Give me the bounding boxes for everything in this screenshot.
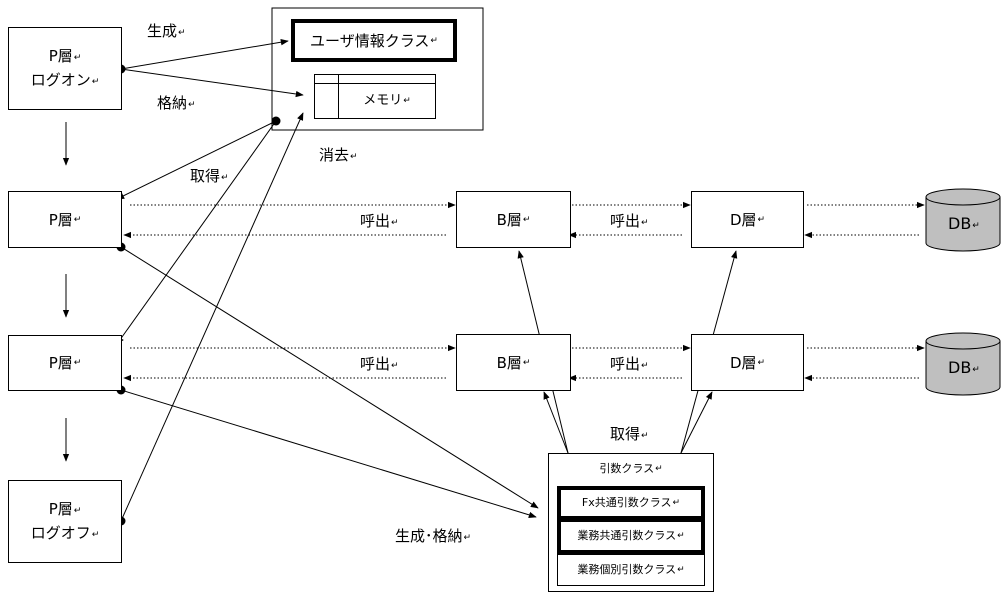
label-delete: 消去↵: [319, 144, 358, 165]
p-layer-logon-box: P層↵ ログオン↵: [8, 27, 122, 110]
return-mark: ↵: [641, 218, 649, 228]
return-mark: ↵: [73, 358, 82, 368]
label-get-2-text: 取得: [610, 425, 641, 443]
d-layer-box-2: D層↵: [691, 334, 804, 391]
return-mark: ↵: [641, 431, 649, 441]
d-layer-1-label: D層: [729, 210, 757, 229]
return-mark: ↵: [73, 52, 82, 63]
return-mark: ↵: [350, 152, 358, 162]
return-mark: ↵: [403, 96, 411, 106]
memory-get-arrow-1: [116, 120, 277, 200]
p-layer-1-label: P層: [48, 210, 73, 229]
db-2-text: DB: [948, 358, 972, 377]
arg-to-b2-arrow: [543, 391, 569, 454]
return-mark: ↵: [757, 357, 766, 368]
p-layer-logon-line2: ログオン: [30, 70, 91, 89]
d-layer-2-label: D層: [729, 353, 757, 372]
p-layer-logoff-line1: P層: [48, 499, 73, 518]
label-call-3: 呼出↵: [360, 353, 399, 374]
return-mark: ↵: [672, 498, 681, 508]
return-mark: ↵: [188, 100, 196, 110]
p-layer-logon-line1: P層: [48, 46, 73, 65]
p-layer-box-2: P層↵: [8, 335, 122, 391]
label-generate-store-text: 生成･格納: [395, 527, 463, 545]
label-generate-store: 生成･格納↵: [395, 525, 471, 546]
label-store: 格納↵: [157, 92, 196, 113]
user-info-class-box: ユーザ情報クラス↵: [291, 19, 457, 62]
b-layer-2-label: B層: [496, 353, 522, 372]
return-mark: ↵: [655, 464, 663, 474]
return-mark: ↵: [221, 173, 229, 183]
return-mark: ↵: [430, 35, 438, 46]
return-mark: ↵: [73, 505, 82, 516]
return-mark: ↵: [641, 361, 649, 371]
memory-box: メモリ↵: [314, 74, 436, 119]
return-mark: ↵: [972, 365, 980, 375]
db-1-text: DB: [948, 214, 972, 233]
memory-column-rule: [338, 75, 339, 118]
p2-arg-arrow: [120, 389, 537, 518]
return-mark: ↵: [972, 221, 980, 231]
p-layer-box-1: P層↵: [8, 191, 122, 248]
biz-common-arg-class-box: 業務共通引数クラス↵: [557, 518, 705, 554]
return-mark: ↵: [178, 28, 186, 38]
return-mark: ↵: [463, 533, 472, 543]
db-2-label: DB↵: [948, 358, 980, 377]
b-layer-1-label: B層: [496, 210, 522, 229]
arg-to-d2-arrow: [680, 391, 713, 454]
return-mark: ↵: [757, 214, 766, 225]
label-call-2-text: 呼出: [610, 212, 641, 230]
return-mark: ↵: [91, 76, 100, 87]
b-layer-box-2: B層↵: [456, 334, 571, 391]
label-call-3-text: 呼出: [360, 355, 391, 373]
label-call-4-text: 呼出: [610, 355, 641, 373]
return-mark: ↵: [677, 531, 685, 541]
label-call-1: 呼出↵: [360, 210, 399, 231]
biz-common-arg-class-label: 業務共通引数クラス: [577, 529, 677, 542]
p-layer-logoff-line2: ログオフ: [30, 523, 91, 542]
memory-header-rule: [315, 83, 435, 84]
return-mark: ↵: [391, 361, 399, 371]
label-generate: 生成↵: [147, 20, 186, 41]
return-mark: ↵: [522, 357, 531, 368]
logon-generate-arrow: [120, 39, 289, 70]
return-mark: ↵: [391, 218, 399, 228]
label-get-2: 取得↵: [610, 423, 649, 444]
return-mark: ↵: [91, 529, 100, 540]
db-cylinder-2: [925, 332, 1001, 396]
p-layer-2-label: P層: [48, 354, 73, 372]
fx-common-arg-class-label: Fx共通引数クラス: [581, 496, 672, 509]
label-generate-text: 生成: [147, 22, 178, 40]
biz-individual-arg-class-label: 業務個別引数クラス: [577, 563, 677, 576]
db-1-label: DB↵: [948, 214, 980, 233]
label-get-1-text: 取得: [190, 167, 221, 185]
return-mark: ↵: [522, 214, 531, 225]
return-mark: ↵: [73, 214, 82, 225]
memory-get-arrow-2: [116, 120, 277, 345]
b-layer-box-1: B層↵: [456, 191, 571, 248]
label-call-4: 呼出↵: [610, 353, 649, 374]
arg-class-title-text: 引数クラス: [599, 462, 655, 475]
logon-store-arrow: [120, 68, 304, 98]
p-layer-logoff-box: P層↵ ログオフ↵: [8, 480, 122, 563]
arg-class-box: 引数クラス↵ Fx共通引数クラス↵ 業務共通引数クラス↵ 業務個別引数クラス↵: [548, 453, 714, 592]
label-call-1-text: 呼出: [360, 212, 391, 230]
label-get-1: 取得↵: [190, 165, 229, 186]
label-store-text: 格納: [157, 94, 188, 112]
fx-common-arg-class-box: Fx共通引数クラス↵: [557, 486, 705, 520]
db-cylinder-1: [925, 188, 1001, 252]
label-call-2: 呼出↵: [610, 210, 649, 231]
arg-class-title: 引数クラス↵: [549, 461, 713, 477]
label-delete-text: 消去: [319, 146, 350, 164]
logoff-delete-arrow: [120, 112, 304, 522]
user-info-class-label: ユーザ情報クラス: [310, 31, 430, 50]
biz-individual-arg-class-box: 業務個別引数クラス↵: [557, 554, 705, 586]
return-mark: ↵: [677, 565, 685, 575]
memory-label: メモリ: [363, 93, 403, 108]
d-layer-box-1: D層↵: [691, 191, 804, 248]
